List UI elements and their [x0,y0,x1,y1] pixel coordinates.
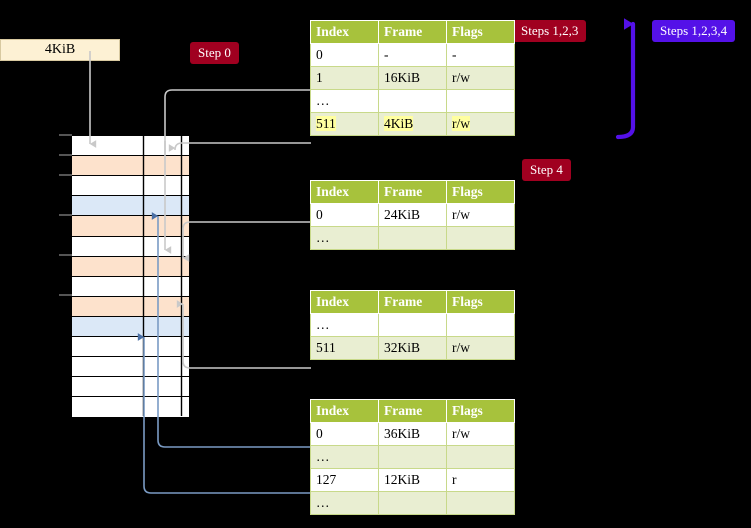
memory-size-text: 4KiB [44,42,76,57]
column-header-frame: Frame [378,399,447,423]
cell-index: 1 [310,66,379,90]
cell-flags: r [446,468,515,492]
memory-tick [59,294,72,296]
cell-frame [378,226,447,250]
memory-frame-row [71,336,190,358]
cell-index: … [310,491,379,515]
column-header-flags: Flags [446,20,515,44]
memory-frame-row [71,215,190,237]
cell-flags [446,226,515,250]
cell-frame: 24KiB [378,203,447,227]
memory-size-label: 4KiB [0,39,120,61]
column-header-flags: Flags [446,399,515,423]
physical-memory-column [71,135,190,418]
step0-badge: Step 0 [190,42,239,64]
step0-label: Step 0 [198,45,231,60]
column-header-flags: Flags [446,290,515,314]
memory-frame-row [71,396,190,418]
table-row[interactable]: … [310,445,515,469]
cell-frame: 4KiB [378,112,447,136]
table-row[interactable]: … [310,89,515,113]
cell-index: 0 [310,43,379,67]
cell-frame [378,491,447,515]
column-header-frame: Frame [378,180,447,204]
memory-frame-row [71,295,190,318]
column-header-flags: Flags [446,180,515,204]
steps1234-label: Steps 1,2,3,4 [660,23,728,38]
step4-badge: Step 4 [522,159,571,181]
column-header-frame: Frame [378,20,447,44]
cell-frame: 32KiB [378,336,447,360]
cell-flags: r/w [446,112,515,136]
step4-label: Step 4 [530,162,563,177]
memory-frame-row [71,376,190,398]
cell-index: 511 [310,112,379,136]
steps123-label: Steps 1,2,3 [521,23,579,38]
cell-index: … [310,313,379,337]
steps123-badge: Steps 1,2,3 [513,20,587,42]
memory-frame-row [71,356,190,378]
cell-index: … [310,445,379,469]
cell-frame [378,89,447,113]
cell-flags [446,313,515,337]
cell-frame: 16KiB [378,66,447,90]
cell-index: 511 [310,336,379,360]
cell-index: 0 [310,203,379,227]
column-header-index: Index [310,399,379,423]
cell-flags: r/w [446,66,515,90]
cell-flags [446,89,515,113]
memory-frame-row [71,235,190,258]
cell-index: 0 [310,422,379,446]
column-header-index: Index [310,290,379,314]
memory-tick [59,174,72,176]
table-row[interactable]: 0-- [310,43,515,67]
cell-flags: r/w [446,422,515,446]
table-row[interactable]: … [310,226,515,250]
memory-frame-row [71,155,190,177]
memory-tick [59,254,72,256]
memory-frame-row [71,255,190,278]
cell-flags: - [446,43,515,67]
memory-frame-row [71,315,190,338]
cell-frame [378,445,447,469]
cell-index: … [310,226,379,250]
cell-flags: r/w [446,336,515,360]
cell-flags [446,491,515,515]
cell-flags [446,445,515,469]
cell-frame: 12KiB [378,468,447,492]
memory-frame-row [71,135,190,157]
column-header-index: Index [310,20,379,44]
memory-frame-row [71,195,190,217]
cell-frame [378,313,447,337]
memory-tick [59,214,72,216]
cell-flags: r/w [446,203,515,227]
table-row[interactable]: … [310,491,515,515]
memory-frame-row [71,175,190,197]
cell-frame: - [378,43,447,67]
table-row[interactable]: … [310,313,515,337]
cell-index: … [310,89,379,113]
cell-index: 127 [310,468,379,492]
steps1234-badge: Steps 1,2,3,4 [652,20,736,42]
cell-frame: 36KiB [378,422,447,446]
column-header-frame: Frame [378,290,447,314]
memory-frame-row [71,275,190,298]
memory-tick [59,134,72,136]
memory-tick [59,154,72,156]
column-header-index: Index [310,180,379,204]
